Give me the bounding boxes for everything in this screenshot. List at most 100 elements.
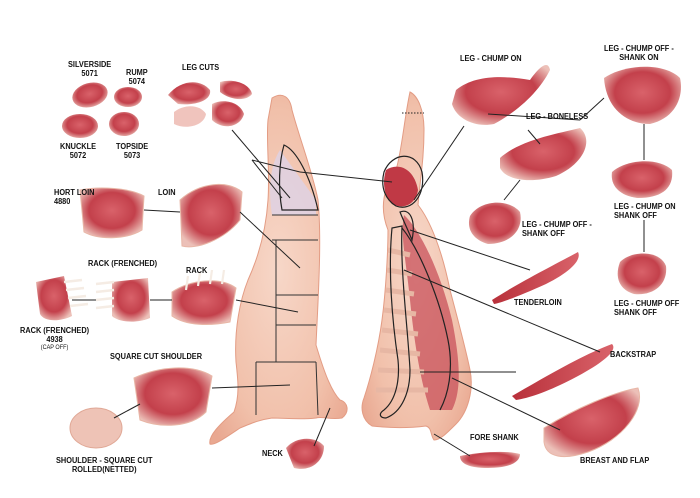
label-rump: RUMP 5074 <box>126 68 148 86</box>
rump-cut <box>114 87 142 107</box>
label-leg-chump-on-shank-off-line2: SHANK OFF <box>614 211 657 220</box>
connector-line <box>527 129 541 145</box>
label-topside-name: TOPSIDE <box>116 142 149 151</box>
shoulder-rolled-cut <box>69 407 123 449</box>
right-carcass-tenderloin-outline <box>399 210 414 243</box>
label-leg-chump-on-shank-off-line1: LEG - CHUMP ON <box>614 202 676 211</box>
label-leg-chump-off-shank-on-line1: LEG - CHUMP OFF - <box>604 44 674 53</box>
label-rack-frenched-top: RACK (FRENCHED) <box>88 259 158 268</box>
label-silverside: SILVERSIDE 5071 <box>68 60 111 78</box>
label-shoulder-rolled-line2: ROLLED(NETTED) <box>71 465 137 474</box>
label-silverside-code: 5071 <box>81 69 98 78</box>
right-carcass-hind-flesh <box>384 166 418 207</box>
label-leg-chump-off-shank-off-right-line2: SHANK OFF <box>614 308 657 317</box>
leg-chump-off-shank-off-right-cut <box>617 253 667 295</box>
label-rack-frenched-bottom-code: 4938 <box>46 335 63 344</box>
label-leg-chump-off-shank-off-mid-line1: LEG - CHUMP OFF - <box>522 220 592 229</box>
connector-line <box>503 179 521 201</box>
label-knuckle: KNUCKLE 5072 <box>60 142 96 160</box>
loin-cut <box>179 183 243 248</box>
rack-cut <box>171 280 237 325</box>
leg-chump-on-cut <box>452 65 550 125</box>
fore-shank-cut <box>460 451 520 468</box>
connector-line <box>143 209 181 213</box>
label-leg-chump-off-shank-off-mid-line2: SHANK OFF <box>522 229 565 238</box>
connector-line <box>409 229 531 271</box>
label-shoulder-rolled-line1: SHOULDER - SQUARE CUT <box>56 456 153 465</box>
label-neck: NECK <box>262 449 283 458</box>
label-leg-chump-off-shank-on-line2: SHANK ON <box>619 53 659 62</box>
label-breast-and-flap: BREAST AND FLAP <box>580 456 650 465</box>
short-loin-cut <box>79 187 145 239</box>
label-short-loin-code: 4880 <box>54 197 71 206</box>
connector-line <box>251 159 301 173</box>
connector-line <box>433 433 471 457</box>
right-cut-pieces <box>452 65 681 468</box>
tenderloin-cut <box>492 252 579 304</box>
connector-line <box>487 113 581 121</box>
label-rack: RACK <box>186 266 208 275</box>
leg-chump-off-shank-on-cut <box>604 66 681 124</box>
square-cut-shoulder-cut <box>133 367 213 426</box>
knuckle-cut <box>62 114 98 138</box>
leg-cuts-piece <box>212 101 244 127</box>
label-rump-name: RUMP <box>126 68 148 77</box>
leg-chump-off-shank-off-mid-cut <box>468 202 521 244</box>
rack-frenched-bones-top <box>95 280 115 310</box>
breast-and-flap-cut <box>543 387 640 458</box>
left-carcass-leg-fat <box>270 150 316 215</box>
label-topside-code: 5073 <box>123 151 141 160</box>
right-carcass-breast-outline <box>401 227 451 411</box>
label-silverside-name: SILVERSIDE <box>68 60 112 69</box>
label-short-loin-name: HORT LOIN <box>54 188 95 197</box>
label-square-cut-shoulder: SQUARE CUT SHOULDER <box>110 352 203 361</box>
label-leg-chump-off-shank-off-mid: LEG - CHUMP OFF - SHANK OFF <box>522 220 592 238</box>
connector-lines <box>72 97 645 457</box>
label-leg-chump-off-shank-off-right: LEG - CHUMP OFF SHANK OFF <box>614 299 679 317</box>
right-carcass <box>361 91 472 441</box>
label-leg-cuts: LEG CUTS <box>182 63 220 72</box>
right-carcass-backstrap-outline <box>379 225 411 419</box>
label-loin: LOIN <box>158 188 176 197</box>
rack-cut-bones <box>184 269 226 291</box>
label-rack-frenched-bottom-name: RACK (FRENCHED) <box>20 326 90 335</box>
left-carcass-section-line <box>315 361 319 416</box>
left-carcass-body <box>209 94 348 445</box>
label-short-loin: HORT LOIN 4880 <box>54 188 94 206</box>
leg-cuts-piece <box>168 82 211 105</box>
connector-line <box>451 377 561 431</box>
connector-line <box>113 403 141 419</box>
label-tenderloin: TENDERLOIN <box>514 298 562 307</box>
label-rump-code: 5074 <box>128 77 146 86</box>
rack-frenched-cut <box>36 276 72 321</box>
leg-boneless-cut <box>500 128 587 181</box>
label-backstrap: BACKSTRAP <box>610 350 657 359</box>
label-rack-frenched-bottom-note: (CAP OFF) <box>40 345 69 351</box>
right-carcass-leg-outline <box>382 155 424 208</box>
leg-cuts-piece <box>220 80 252 100</box>
leg-cuts-piece <box>174 106 206 127</box>
left-carcass-sections <box>255 214 319 416</box>
silverside-cut <box>72 82 108 108</box>
connector-line <box>251 159 283 199</box>
connector-line <box>231 129 291 199</box>
left-carcass <box>209 94 348 445</box>
right-carcass-ribs <box>376 247 428 393</box>
connector-line <box>413 125 465 201</box>
backstrap-cut <box>512 344 614 400</box>
connector-line <box>211 384 291 389</box>
rack-frenched-bones <box>63 278 89 308</box>
connector-line <box>579 97 605 121</box>
label-topside: TOPSIDE 5073 <box>116 142 148 160</box>
label-leg-chump-on: LEG - CHUMP ON <box>460 54 522 63</box>
left-cut-pieces <box>36 80 324 469</box>
label-fore-shank: FORE SHANK <box>470 433 519 442</box>
neck-cut <box>286 438 324 469</box>
label-leg-chump-on-shank-off: LEG - CHUMP ON SHANK OFF <box>614 202 676 220</box>
left-carcass-rump-outline <box>278 144 319 211</box>
label-knuckle-name: KNUCKLE <box>60 142 96 151</box>
label-rack-frenched-bottom: RACK (FRENCHED) 4938 (CAP OFF) <box>20 326 89 353</box>
label-leg-chump-off-shank-off-right-line1: LEG - CHUMP OFF <box>614 299 680 308</box>
connector-line <box>403 269 601 353</box>
